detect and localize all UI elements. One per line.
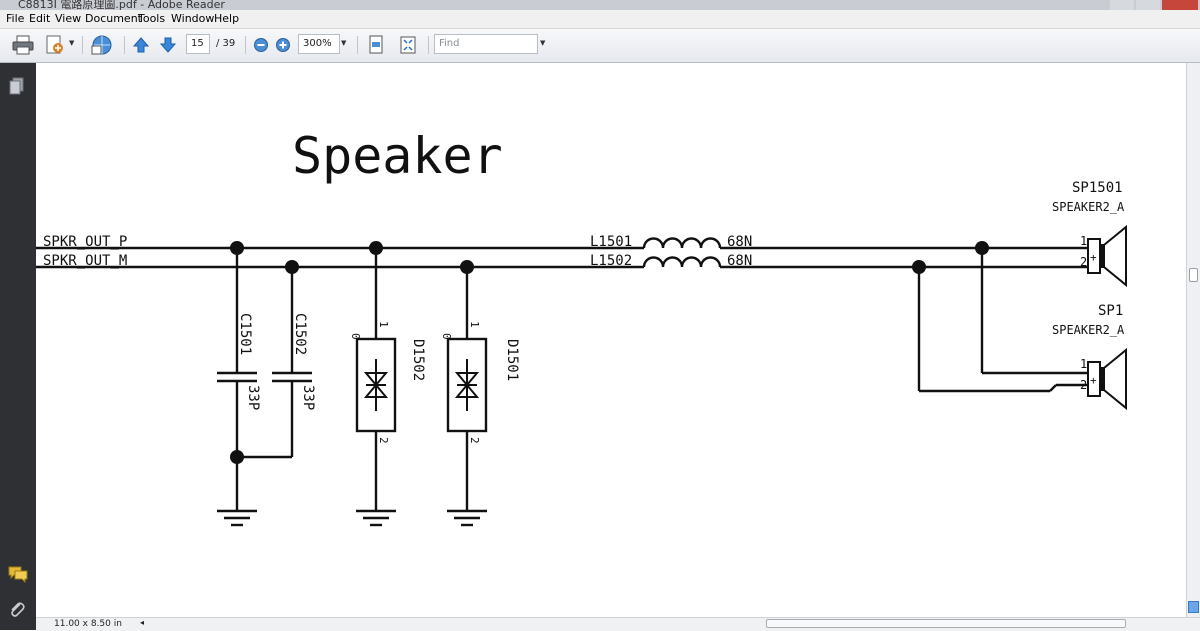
paperclip-icon: [11, 602, 25, 617]
next-page-button[interactable]: [158, 34, 178, 56]
globe-collaborate-icon: [91, 35, 112, 55]
diode-pin2-d1501: 2: [468, 437, 481, 444]
arrow-down-icon: [159, 37, 177, 53]
page-total-label: / 39: [216, 38, 236, 49]
horizontal-scrollbar[interactable]: [176, 619, 1200, 629]
pages-icon: [9, 77, 24, 95]
find-input[interactable]: Find: [434, 34, 538, 54]
share-dropdown-icon[interactable]: ▼: [69, 39, 75, 47]
collaborate-button[interactable]: [88, 34, 116, 56]
full-screen-button[interactable]: [397, 34, 419, 56]
inductor-ref-l1501: L1501: [590, 234, 632, 250]
zoom-in-icon: [276, 38, 290, 52]
menu-file[interactable]: File: [6, 12, 25, 25]
diode-pin1-d1502: 1: [377, 321, 390, 328]
horizontal-scroll-thumb[interactable]: [766, 619, 1126, 628]
find-dropdown-icon[interactable]: ▼: [540, 39, 546, 47]
minimize-button[interactable]: [1110, 0, 1134, 10]
fit-page-icon: [369, 35, 383, 54]
diode-ref-d1502: D1502: [410, 339, 426, 381]
fit-page-button[interactable]: [365, 34, 387, 56]
speaker-ref-sp1: SP1: [1098, 303, 1123, 319]
speaker-pin1-sp1501: 1: [1080, 234, 1087, 248]
zoom-out-icon: [254, 38, 268, 52]
attachments-panel-button[interactable]: [8, 600, 26, 624]
expand-icon: [400, 36, 416, 54]
speaker-plus-sp1: +: [1090, 374, 1097, 387]
speaker-pin2-sp1: 2: [1080, 378, 1087, 392]
menu-document[interactable]: Document: [85, 12, 142, 25]
diode-ref-d1501: D1501: [504, 339, 520, 381]
toolbar-divider: [82, 36, 83, 54]
speaker-part-sp1501: SPEAKER2_A: [1052, 200, 1125, 214]
capacitor-ref-c1502: C1502: [292, 313, 308, 355]
net-label-m: SPKR_OUT_M: [43, 253, 127, 269]
diode-pin0-d1502: 0: [349, 333, 362, 340]
window-title: C8813I 電路原理圖.pdf - Adobe Reader: [18, 0, 225, 11]
comments-icon: [8, 566, 28, 584]
scroll-left-button[interactable]: ◂: [140, 618, 145, 627]
menu-tools[interactable]: Tools: [138, 12, 166, 25]
arrow-up-icon: [132, 37, 150, 53]
zoom-dropdown-icon[interactable]: ▼: [341, 39, 347, 47]
speaker-plus-sp1501: +: [1090, 251, 1097, 264]
toolbar-divider: [357, 36, 358, 54]
diode-pin1-d1501: 1: [468, 321, 481, 328]
page-size-label: 11.00 x 8.50 in: [54, 619, 122, 629]
document-viewport[interactable]: Speaker SPKR_OUT_P SPKR_OUT_M L1501 L150…: [36, 63, 1186, 617]
inductor-value-l1502: 68N: [727, 253, 752, 269]
vertical-scroll-thumb[interactable]: [1189, 268, 1198, 282]
toolbar: ▼ 15 / 39 300% ▼: [0, 29, 1200, 63]
print-button[interactable]: [10, 34, 36, 56]
vertical-scrollbar[interactable]: [1186, 63, 1200, 617]
document-share-icon: [46, 35, 63, 54]
toolbar-divider: [428, 36, 429, 54]
toolbar-divider: [245, 36, 246, 54]
navigation-sidebar: [0, 63, 36, 630]
diode-pin2-d1502: 2: [377, 437, 390, 444]
menu-bar: File Edit View Document Tools Window Hel…: [0, 10, 1200, 29]
speaker-ref-sp1501: SP1501: [1072, 180, 1123, 196]
status-bar: 11.00 x 8.50 in ◂: [36, 617, 1200, 631]
inductor-value-l1501: 68N: [727, 234, 752, 250]
capacitor-value-c1501: 33P: [245, 385, 261, 410]
speaker-schematic: Speaker SPKR_OUT_P SPKR_OUT_M L1501 L150…: [36, 127, 1127, 527]
scroll-down-button[interactable]: [1188, 601, 1199, 613]
menu-help[interactable]: Help: [214, 12, 240, 25]
zoom-level-input[interactable]: 300%: [298, 34, 340, 54]
capacitor-ref-c1501: C1501: [237, 313, 253, 355]
capacitor-value-c1502: 33P: [300, 385, 316, 410]
schematic-title: Speaker: [292, 127, 503, 185]
menu-view[interactable]: View: [55, 12, 82, 25]
speaker-part-sp1: SPEAKER2_A: [1052, 323, 1125, 337]
maximize-button[interactable]: [1136, 0, 1160, 10]
zoom-in-button[interactable]: [274, 34, 292, 56]
speaker-pin1-sp1: 1: [1080, 357, 1087, 371]
comments-panel-button[interactable]: [8, 565, 28, 587]
menu-edit[interactable]: Edit: [29, 12, 51, 25]
close-button[interactable]: [1162, 0, 1198, 10]
pages-panel-button[interactable]: [8, 77, 26, 99]
net-label-p: SPKR_OUT_P: [43, 234, 127, 250]
menu-window[interactable]: Window: [171, 12, 215, 25]
window-title-bar: C8813I 電路原理圖.pdf - Adobe Reader: [0, 0, 1200, 11]
inductor-ref-l1502: L1502: [590, 253, 632, 269]
printer-icon: [12, 35, 34, 55]
share-button[interactable]: [42, 34, 68, 56]
previous-page-button[interactable]: [131, 34, 151, 56]
speaker-pin2-sp1501: 2: [1080, 255, 1087, 269]
toolbar-divider: [124, 36, 125, 54]
page-number-input[interactable]: 15: [186, 34, 210, 54]
zoom-out-button[interactable]: [252, 34, 270, 56]
diode-pin0-d1501: 0: [440, 333, 453, 340]
